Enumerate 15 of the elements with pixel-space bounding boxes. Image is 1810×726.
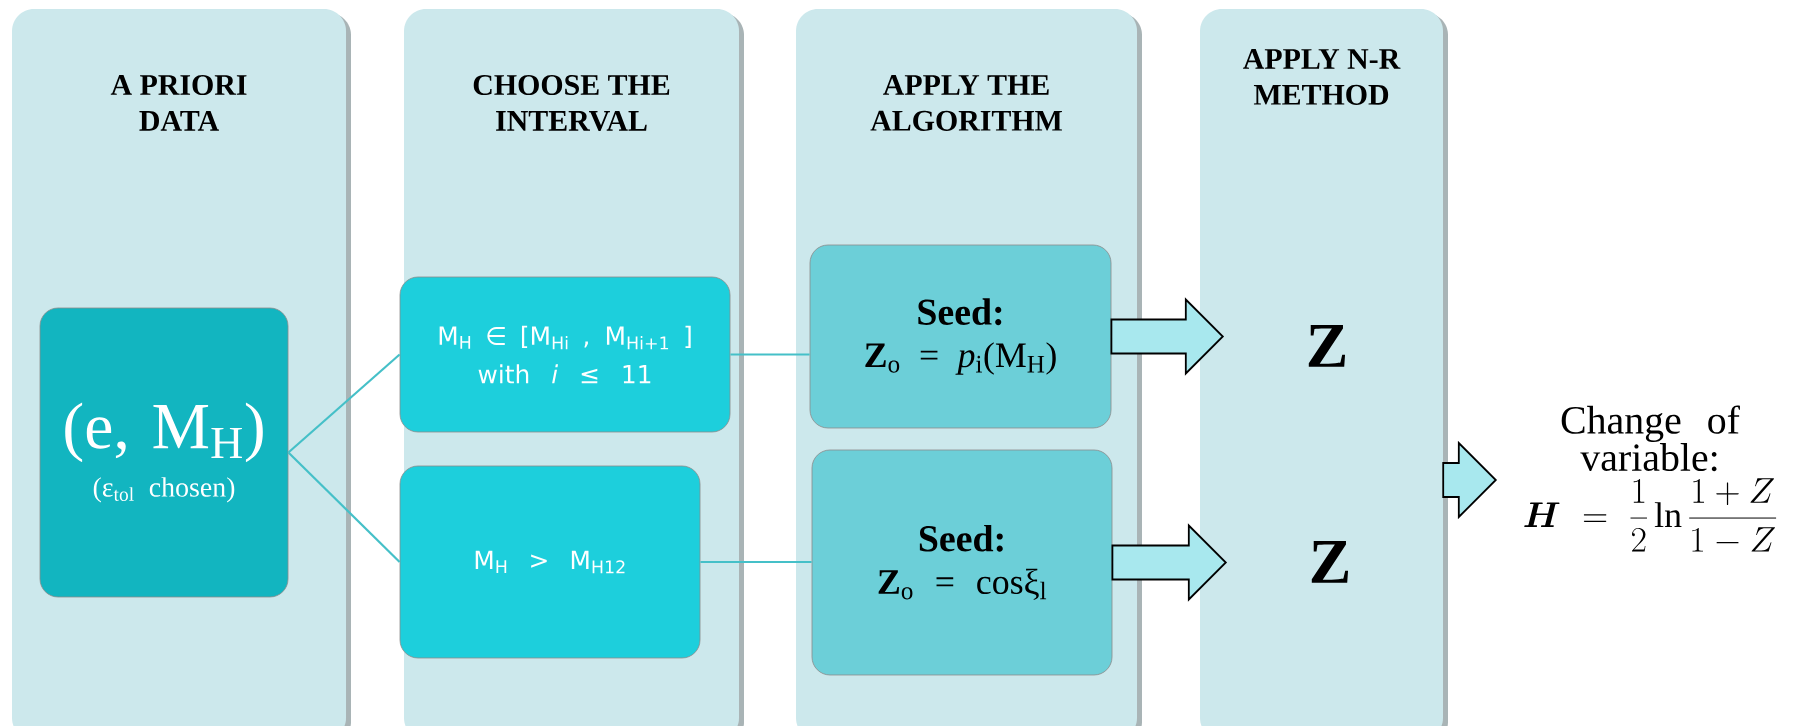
block-arrow — [1111, 523, 1228, 602]
variable-symbol: Z — [1311, 541, 1349, 583]
connector-line — [700, 560, 812, 564]
data-box: (e, M$_{H}$) (ε$_{tol}$ chosen) — [39, 307, 289, 598]
connector-line — [287, 353, 401, 454]
connector-line — [287, 451, 401, 563]
seed-box: Seed: Z$_{o}$ = p$_{i}$(M$_{H}$) — [809, 244, 1112, 429]
seed-box: Seed: Z$_{o}$ = cosξ$_{l}$ — [811, 449, 1113, 676]
connector-line — [730, 353, 810, 356]
formula-text: Change of variable: $\boldsymbol{H} = \frac{1}{2}\ln\frac{1+Z}{1-Z}$ — [1524, 405, 1777, 552]
variable-symbol: Z — [1308, 325, 1346, 367]
interval-box: M$_{H}$ > M$_{H12}$ — [399, 465, 701, 659]
block-arrow — [1110, 297, 1225, 376]
interval-box: M$_{H}$ ∈ [M$_{Hi}$ , M$_{Hi+1}$ ] with i ≤ 11 — [399, 276, 731, 433]
block-arrow — [1442, 440, 1498, 520]
